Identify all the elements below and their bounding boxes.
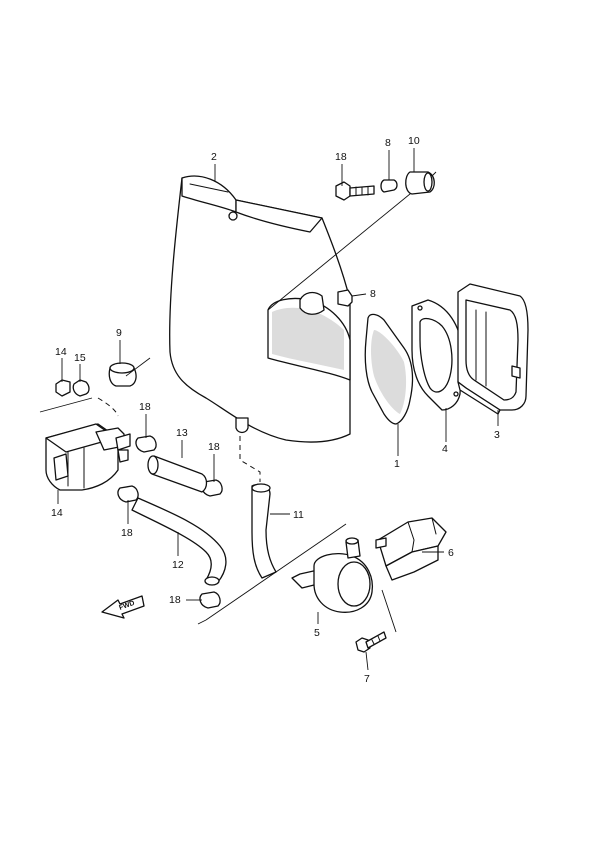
callout-3: 3 — [494, 429, 500, 441]
gasket-4 — [411, 299, 463, 411]
solenoid-valve-15 — [45, 423, 131, 491]
nut-17 — [72, 379, 90, 397]
collar-8-upper — [380, 179, 398, 193]
forward-arrow-icon: FWD — [101, 595, 145, 619]
callout-14: 13 — [176, 427, 188, 439]
callout-7: 7 — [364, 673, 370, 685]
callout-8-middle: 8 — [370, 288, 376, 300]
callout-16: 14 — [55, 346, 67, 358]
bolt-7 — [355, 631, 387, 653]
callout-leaders — [57, 148, 499, 671]
hose-13 — [131, 497, 227, 586]
bolt-12 — [335, 181, 375, 201]
callout-11: 11 — [293, 509, 304, 521]
callout-8-upper: 8 — [385, 137, 391, 149]
callout-10: 10 — [408, 135, 420, 147]
hose-11 — [251, 483, 277, 579]
screen-1 — [364, 313, 414, 425]
callout-18a: 18 — [139, 401, 151, 413]
callout-15: 14 — [51, 507, 63, 519]
bracket-6 — [375, 517, 447, 581]
check-valve-5 — [291, 537, 374, 613]
grommet-9 — [108, 362, 137, 387]
hose-clamp-18c — [117, 485, 139, 503]
callout-13: 12 — [172, 559, 184, 571]
callout-18c: 18 — [121, 527, 133, 539]
collar-8-middle — [337, 289, 353, 307]
callout-5: 5 — [314, 627, 320, 639]
nut-16 — [55, 379, 71, 397]
hose-clamp-18d — [199, 591, 221, 609]
callout-9: 9 — [116, 327, 122, 339]
callout-18d: 18 — [169, 594, 181, 606]
callout-18b: 18 — [208, 441, 220, 453]
air-duct-3 — [457, 283, 529, 415]
grommet-10 — [405, 171, 435, 195]
callout-12: 18 — [335, 151, 347, 163]
hose-clamp-18a — [135, 435, 157, 453]
hose-14 — [147, 455, 208, 493]
silencer-case — [169, 175, 351, 443]
callout-6: 6 — [448, 547, 454, 559]
callout-1: 1 — [394, 458, 400, 470]
callout-17: 15 — [74, 352, 86, 364]
callout-4: 4 — [442, 443, 448, 455]
callout-2: 2 — [211, 151, 217, 163]
callout-labels: 2 18 8 10 8 9 14 15 18 13 18 14 18 12 11… — [51, 135, 500, 685]
